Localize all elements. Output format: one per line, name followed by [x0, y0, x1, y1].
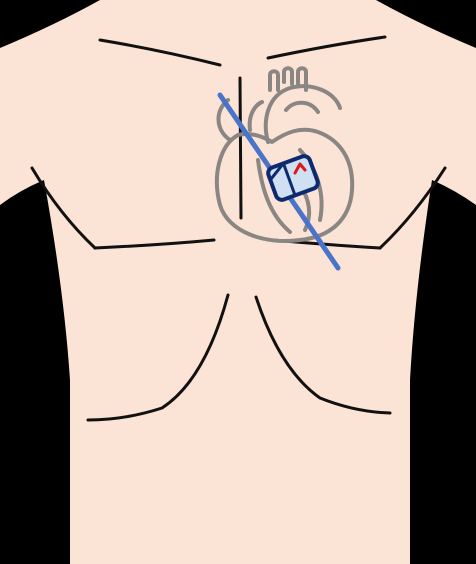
sternum-line	[240, 78, 241, 218]
